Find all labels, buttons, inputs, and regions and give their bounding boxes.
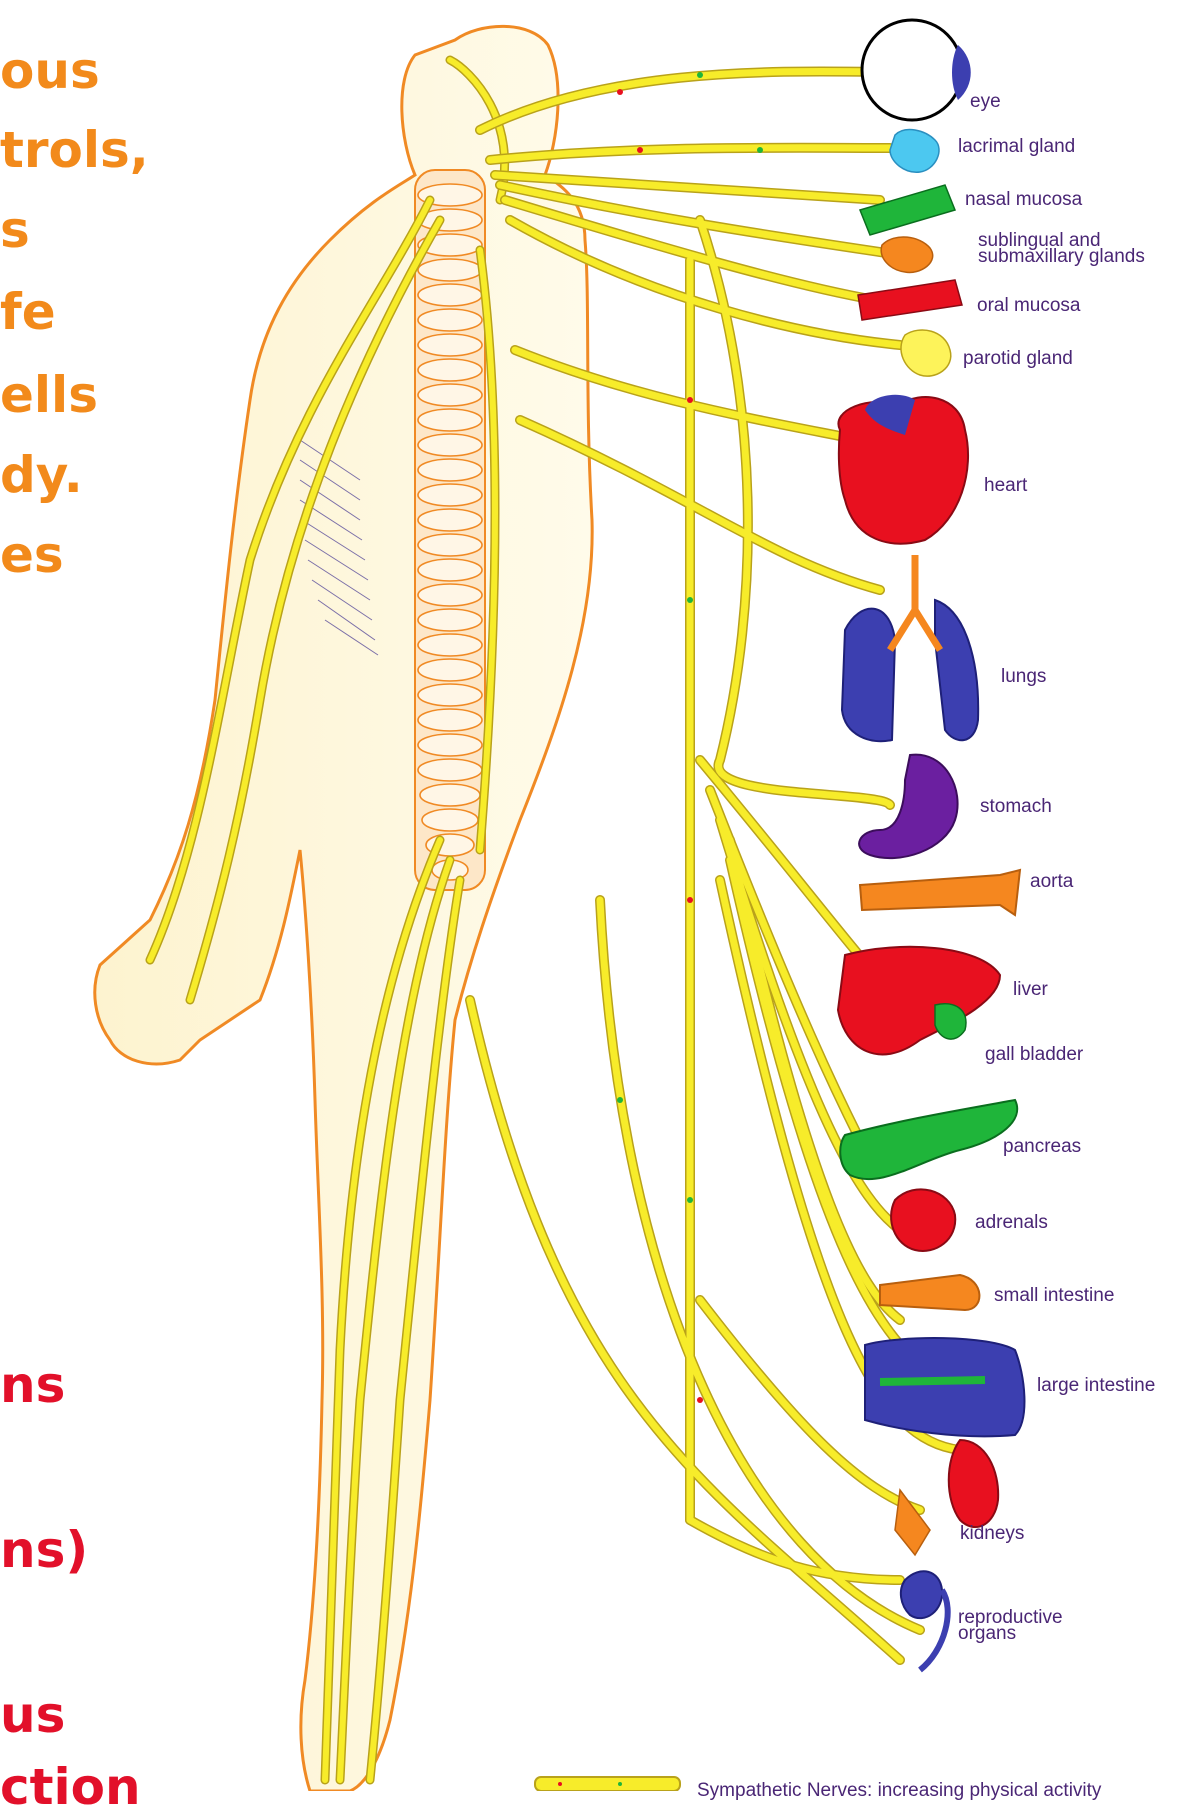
legend-sympathetic-label: Sympathetic Nerves: increasing physical …	[697, 1780, 1101, 1802]
label-gall-bladder: gall bladder	[985, 1045, 1083, 1064]
small-intestine-organ	[880, 1275, 979, 1310]
pancreas-organ	[840, 1100, 1017, 1179]
spine	[415, 170, 485, 890]
label-lacrimal-gland: lacrimal gland	[958, 137, 1075, 156]
label-oral-mucosa: oral mucosa	[977, 296, 1081, 315]
label-heart: heart	[984, 476, 1027, 495]
parotid-gland-organ	[901, 330, 951, 376]
label-sublingual-glands: sublingual and submaxillary glands	[978, 233, 1145, 265]
adrenals-organ	[891, 1189, 955, 1251]
label-liver: liver	[1013, 980, 1048, 999]
label-adrenals: adrenals	[975, 1213, 1048, 1232]
legend-line-graphic	[535, 1777, 680, 1791]
sublingual-glands-organ	[881, 237, 932, 272]
liver-organ	[838, 947, 1000, 1055]
label-reproductive-organs: reproductive organs	[958, 1610, 1063, 1642]
oral-mucosa-organ	[858, 280, 962, 320]
label-kidneys: kidneys	[960, 1524, 1024, 1543]
label-large-intestine: large intestine	[1037, 1376, 1155, 1395]
aorta-organ	[860, 870, 1020, 915]
heart-organ	[838, 395, 968, 544]
label-lungs: lungs	[1001, 667, 1046, 686]
stomach-organ	[859, 755, 957, 859]
label-aorta: aorta	[1030, 872, 1073, 891]
label-small-intestine: small intestine	[994, 1286, 1114, 1305]
lacrimal-gland-organ	[890, 130, 939, 173]
ureter-organ	[895, 1490, 930, 1555]
organs	[838, 20, 1024, 1670]
eye-organ	[862, 20, 971, 120]
large-intestine-organ	[865, 1338, 1024, 1436]
kidneys-organ	[949, 1440, 998, 1527]
label-parotid-gland: parotid gland	[963, 349, 1073, 368]
gall-bladder-organ	[935, 1004, 966, 1039]
nasal-mucosa-organ	[860, 185, 955, 235]
label-pancreas: pancreas	[1003, 1137, 1081, 1156]
label-eye: eye	[970, 92, 1001, 111]
label-nasal-mucosa: nasal mucosa	[965, 190, 1082, 209]
label-stomach: stomach	[980, 797, 1052, 816]
